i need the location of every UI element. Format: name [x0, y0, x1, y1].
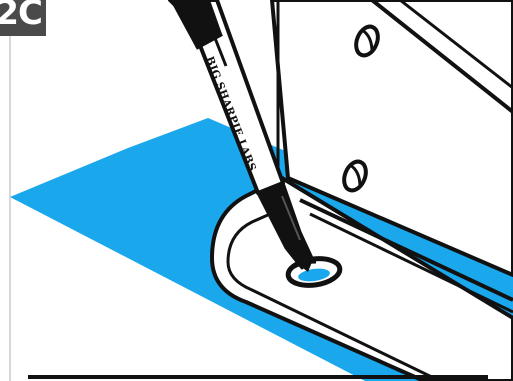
step-badge: 2C: [0, 0, 46, 36]
step-number: 2C: [0, 0, 42, 30]
